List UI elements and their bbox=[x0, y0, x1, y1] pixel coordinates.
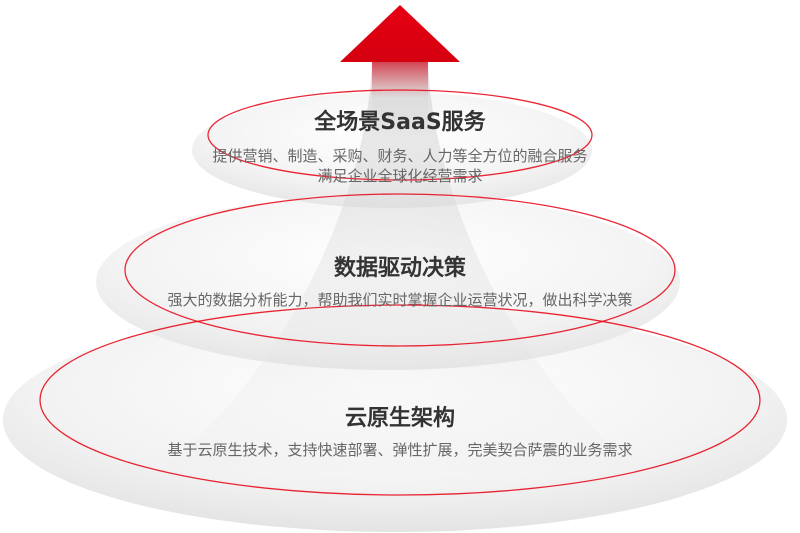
layer-title-cloud: 云原生架构 bbox=[344, 406, 455, 431]
layer-title-data: 数据驱动决策 bbox=[333, 256, 466, 281]
ring-top bbox=[207, 89, 593, 181]
ring-middle bbox=[124, 193, 676, 347]
layer-desc-saas-1: 提供营销、制造、采购、财务、人力等全方位的融合服务 bbox=[212, 147, 588, 165]
arrow-shaft bbox=[372, 58, 428, 138]
ring-bottom bbox=[39, 304, 761, 496]
layer-title-saas: 全场景SaaS服务 bbox=[314, 110, 486, 135]
arrow-cone bbox=[160, 60, 640, 470]
arrow-head-icon bbox=[340, 5, 460, 62]
layer-desc-data: 强大的数据分析能力，帮助我们实时掌握企业运营状况，做出科学决策 bbox=[167, 291, 633, 309]
layer-desc-saas-2: 满足企业全球化经营需求 bbox=[317, 167, 483, 185]
layer-desc-cloud: 基于云原生技术，支持快速部署、弹性扩展，完美契合萨震的业务需求 bbox=[167, 441, 633, 459]
